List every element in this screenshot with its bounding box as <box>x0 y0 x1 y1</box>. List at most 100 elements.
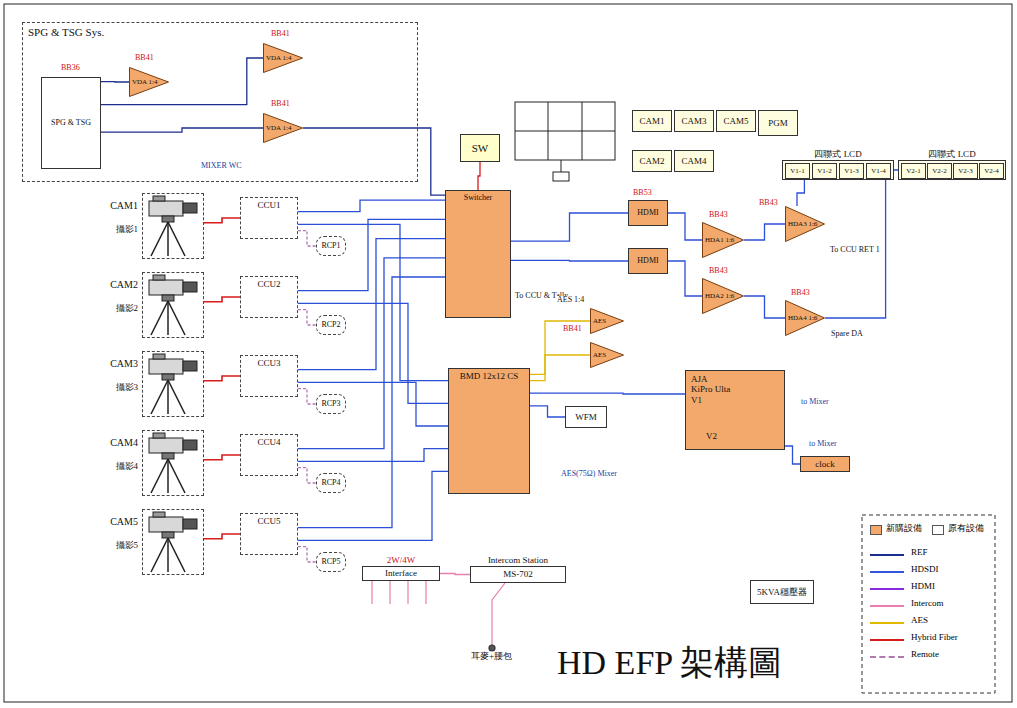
node-label: Interface <box>385 568 417 578</box>
signal-wire <box>298 449 448 462</box>
rcp-box: RCP2 <box>316 315 346 335</box>
node-label: CCU2 <box>257 279 280 289</box>
signal-wire <box>298 389 316 404</box>
signal-wire <box>101 58 263 105</box>
node-label: AES <box>593 317 606 325</box>
signal-wire <box>530 406 565 417</box>
node-label: RCP4 <box>321 478 340 487</box>
lcd-screen: V2-2 <box>927 163 952 179</box>
node-label: Switcher <box>464 193 492 202</box>
lcd-group: 四聯式 LCDV2-1V2-2V2-3V2-4 <box>898 160 1006 180</box>
node-label: 攝影2 <box>116 303 139 313</box>
node-label: CCU3 <box>257 358 280 368</box>
converter-box: HDMI <box>628 248 668 274</box>
clock-box: clock <box>800 456 850 472</box>
signal-wire <box>298 547 316 562</box>
node-label: V1-1 <box>790 167 804 175</box>
node-label: 2W/4W <box>387 555 416 565</box>
signal-label: BB43 <box>758 199 779 208</box>
ccu-box: CCU3 <box>240 355 298 397</box>
signal-label: BB41 <box>134 54 155 63</box>
legend-line <box>870 571 904 573</box>
router-box: BMD 12x12 CS <box>448 368 530 494</box>
signal-label: 耳麥+腰包 <box>470 652 513 662</box>
multiviewer-screen <box>515 102 615 181</box>
rcp-box: RCP3 <box>316 394 346 414</box>
intercom-wire <box>372 581 505 651</box>
signal-wire <box>478 162 480 190</box>
node-label: CAM5 <box>110 516 138 528</box>
lcd-screen: V2-4 <box>979 163 1004 179</box>
node-label: V1-3 <box>844 167 858 175</box>
node-label: RCP5 <box>321 557 340 566</box>
node-label: CAM4 <box>681 156 706 166</box>
node-label: CAM5 <box>723 116 748 126</box>
amplifier-triangle: AES <box>590 308 624 334</box>
node-label: CAM2 <box>110 279 138 291</box>
converter-box: HDMI <box>628 200 668 226</box>
legend-line <box>870 656 904 658</box>
node-label: CAM3 <box>110 358 138 370</box>
ccu-box: CCU4 <box>240 434 298 476</box>
signal-label: BB36 <box>60 64 81 73</box>
legend-text: Intercom <box>910 599 944 609</box>
lcd-screen: V2-3 <box>953 163 978 179</box>
signal-wire <box>298 200 445 212</box>
signal-wire <box>530 393 685 395</box>
camera-box: CAM4攝影4 <box>142 430 204 496</box>
scope-box: WFM <box>565 406 607 428</box>
camera-box: CAM3攝影3 <box>142 351 204 417</box>
signal-wire <box>511 260 628 262</box>
node-label: CCU5 <box>257 516 280 526</box>
ccu-box: CCU2 <box>240 276 298 318</box>
node-label: 四聯式 LCD <box>814 149 861 159</box>
amplifier-triangle: HDA3 1:6 <box>785 206 825 242</box>
legend-text: REF <box>910 548 929 558</box>
node-label: Intercom Station <box>488 555 548 565</box>
recorder-box: AJAKiPro UltaV1 <box>685 370 785 450</box>
amplifier-triangle: VDA 1:4 <box>129 67 169 97</box>
legend-text: 新購設備 <box>885 524 923 534</box>
signal-wire <box>744 296 785 318</box>
diagram-title: HD EFP 架構圖 <box>556 644 783 681</box>
signal-wire <box>298 468 316 483</box>
signal-wire <box>797 180 804 206</box>
intercom-box: Intercom StationMS-702 <box>470 566 566 583</box>
signal-wire <box>530 321 590 374</box>
node-label: RCP3 <box>321 399 340 408</box>
legend-line <box>870 605 904 607</box>
signal-wire <box>101 81 129 83</box>
signal-wire <box>204 455 240 460</box>
node-label: HDA2 1:6 <box>705 292 734 300</box>
node-label: HDA1 1:6 <box>705 236 734 244</box>
monitor-box: CAM3 <box>674 110 714 132</box>
node-label: HDMI <box>637 208 658 217</box>
node-label: KiPro Ulta <box>691 384 730 394</box>
node-label: RCP1 <box>321 241 340 250</box>
node-label: AES <box>593 351 606 359</box>
node-label: SPG & TSG Sys. <box>28 26 104 39</box>
node-label: AJA <box>691 374 708 384</box>
legend-text: HDSDI <box>910 565 940 575</box>
node-label: CAM1 <box>639 116 664 126</box>
switcher-box: Switcher <box>445 190 511 318</box>
rcp-box: RCP1 <box>316 236 346 256</box>
monitor-box: CAM4 <box>674 150 714 172</box>
lcd-screen: V1-1 <box>785 163 810 179</box>
node-label: VDA 1:4 <box>266 54 291 62</box>
node-label: CCU1 <box>257 200 280 210</box>
signal-wire <box>204 376 240 381</box>
node-label: VDA 1:4 <box>132 78 157 86</box>
amplifier-triangle: VDA 1:4 <box>263 113 303 143</box>
amplifier-triangle: HDA1 1:6 <box>702 222 744 258</box>
node-label: CAM3 <box>681 116 706 126</box>
node-label: V1-4 <box>871 167 885 175</box>
signal-label: To CCU RET 1 <box>829 246 881 255</box>
legend-text: Hybrid Fiber <box>910 633 959 643</box>
monitor-box: PGM <box>758 110 798 136</box>
ccu-box: CCU5 <box>240 513 298 555</box>
node-label: 四聯式 LCD <box>928 149 975 159</box>
monitor-box: CAM2 <box>632 150 672 172</box>
node-label: 5KVA穩壓器 <box>757 587 807 597</box>
lcd-group: 四聯式 LCDV1-1V1-2V1-3V1-4 <box>782 160 894 180</box>
